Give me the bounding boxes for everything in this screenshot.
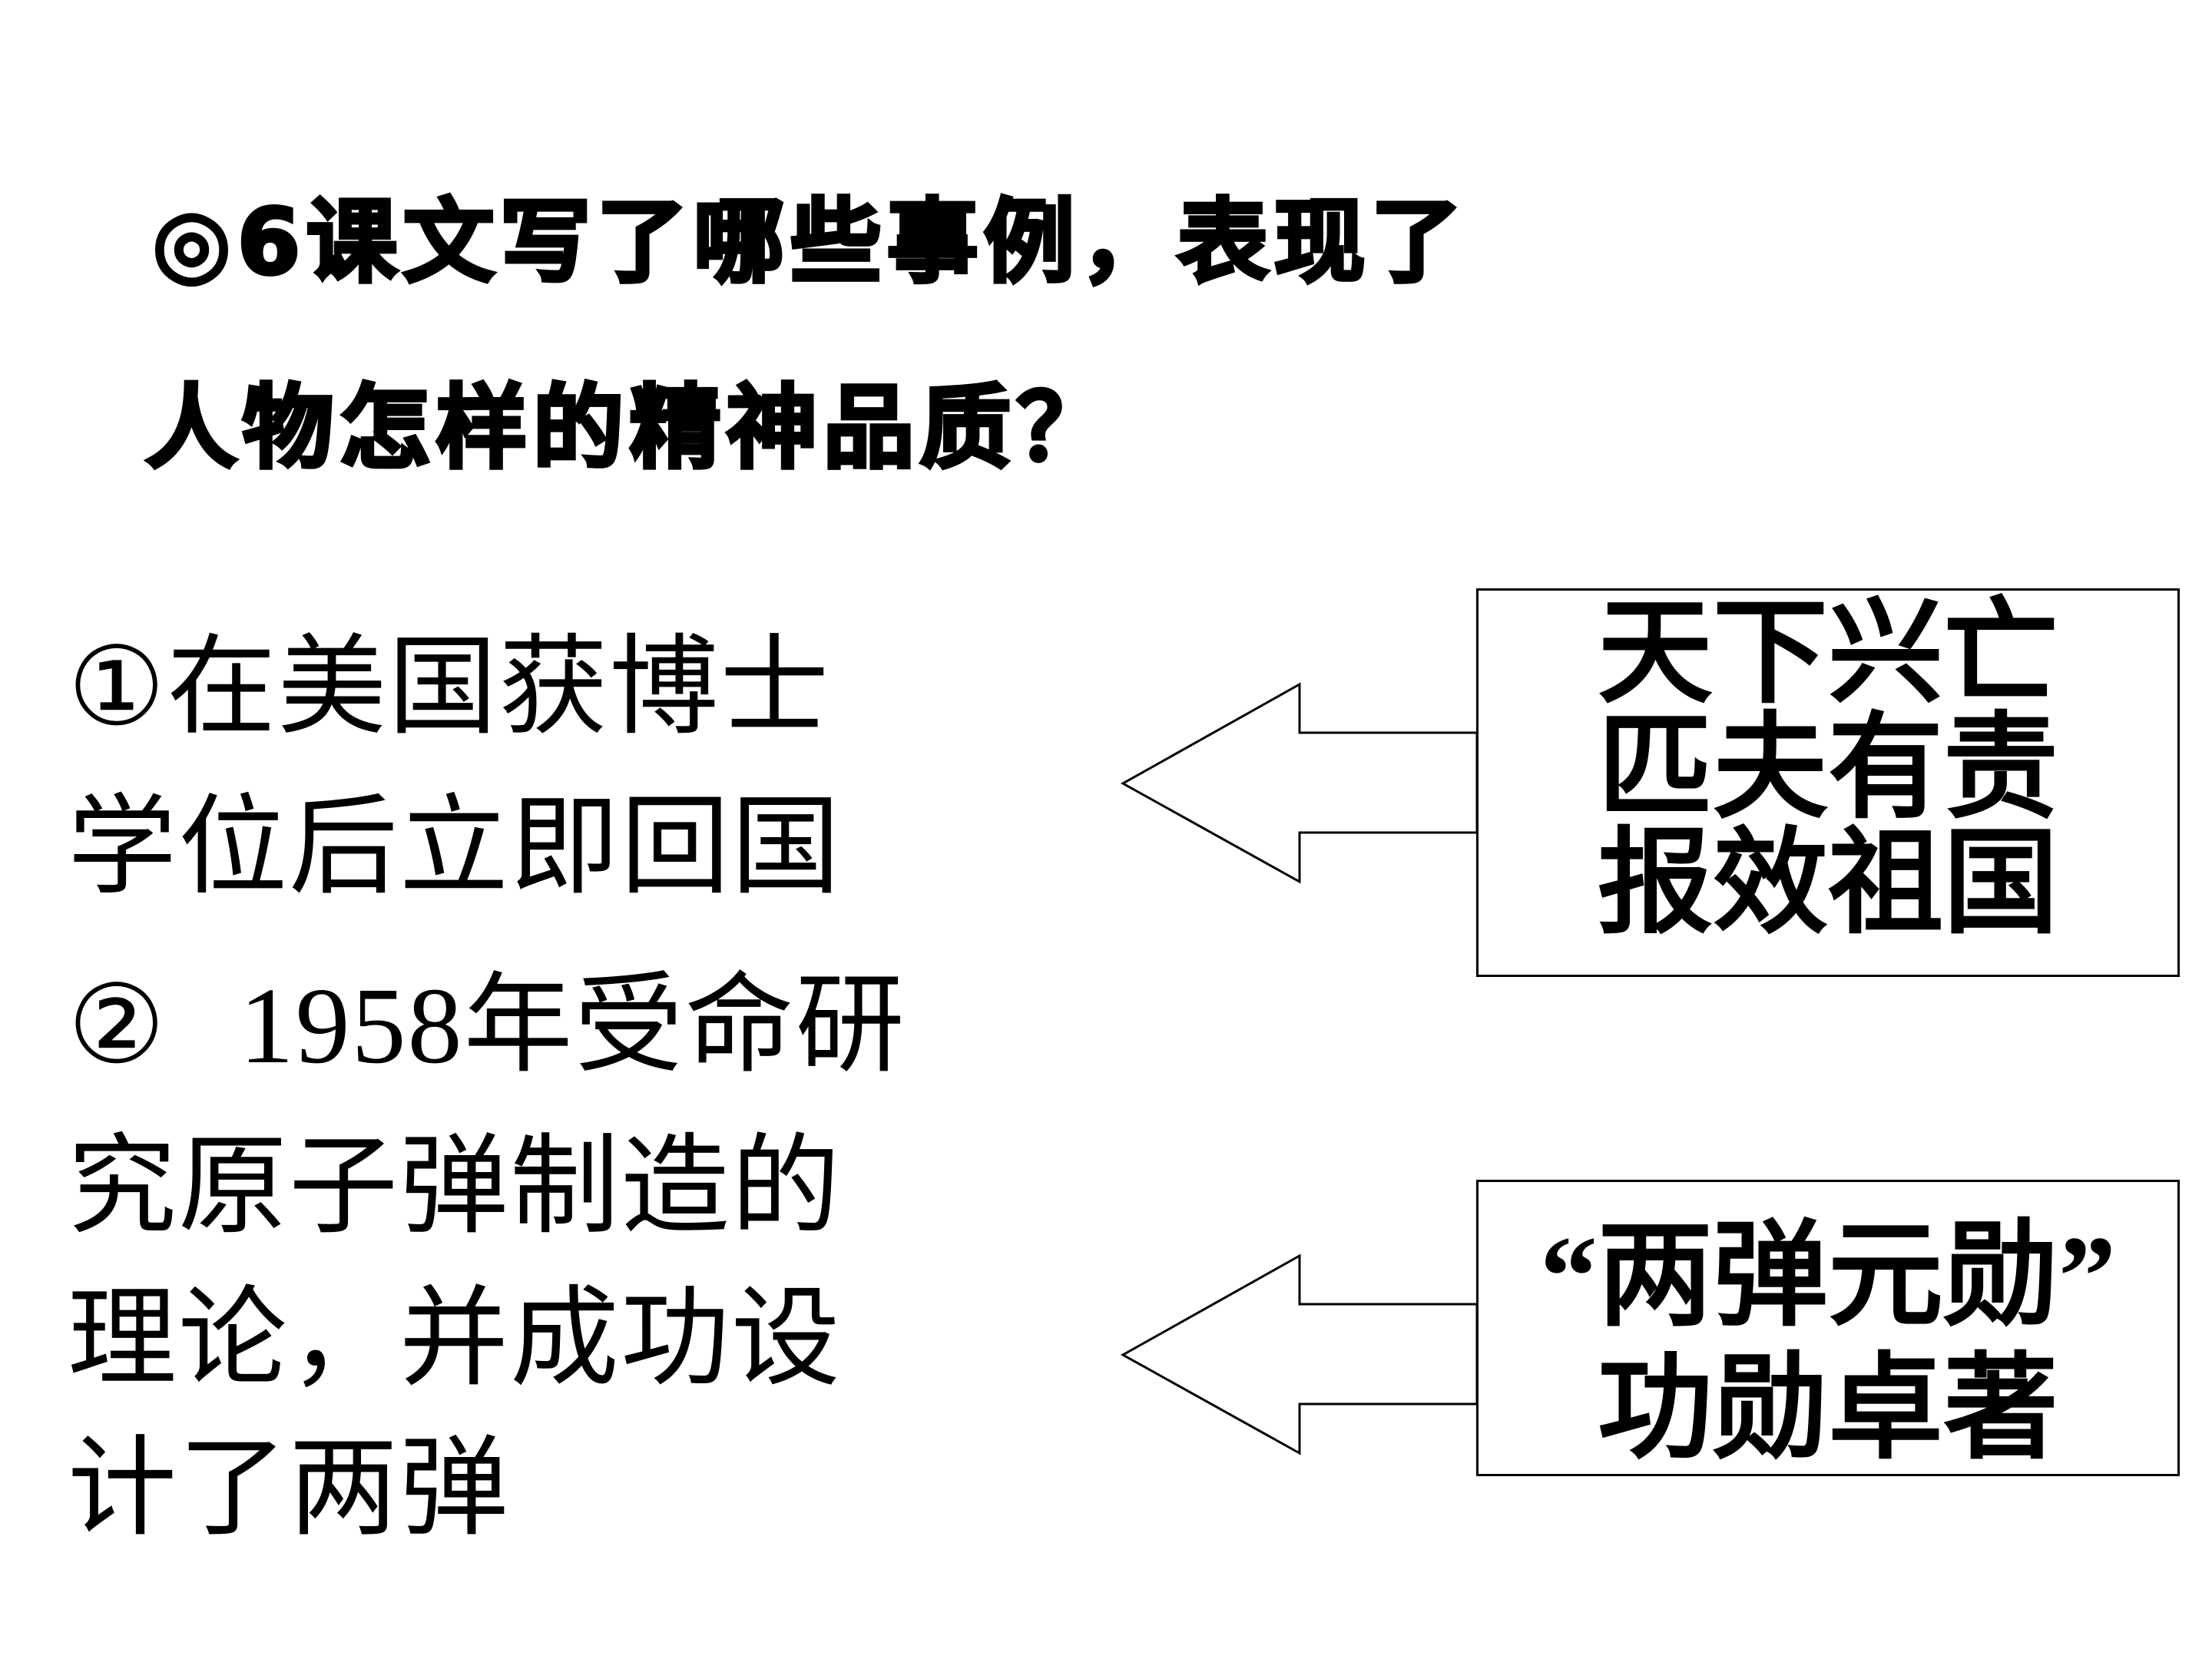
event-1-line-1: ①在美国获博士 <box>68 624 831 750</box>
event-2-line-1: ② 1958年受命研 <box>68 946 906 1104</box>
quality-box-patriotism: 天下兴亡 匹夫有责 报效祖国 <box>1476 588 2180 977</box>
question-line-2: 人物怎样的精神品质？ <box>144 373 1114 483</box>
event-2-line-4: 计了两弹 <box>68 1425 510 1551</box>
quality-2-line-1: “两弹元勋” <box>1479 1210 2177 1343</box>
quality-2-title: 两弹元勋 <box>1597 1209 2058 1343</box>
quality-1-line-1: 天下兴亡 <box>1597 586 2058 720</box>
open-quote: “ <box>1539 1213 1598 1340</box>
left-arrow-icon <box>1120 682 1479 884</box>
event-2-marker: ② <box>68 962 167 1088</box>
quality-1-line-2: 匹夫有责 <box>1597 701 2058 835</box>
quality-1-line-3: 报效祖国 <box>1597 816 2058 950</box>
quality-box-achievement: “两弹元勋” 功勋卓著 <box>1476 1180 2180 1476</box>
left-arrow-icon <box>1120 1253 1479 1455</box>
quality-2-line-2: 功勋卓著 <box>1597 1342 2058 1475</box>
event-2-year: 1958 <box>239 965 464 1086</box>
event-1-line-2: 学位后立即回国 <box>68 783 842 910</box>
event-2-line-1-rest: 年受命研 <box>463 962 906 1088</box>
close-quote: ” <box>2058 1213 2116 1340</box>
question-line-1: ◎6课文写了哪些事例，表现了 <box>150 187 1469 297</box>
event-2-line-2: 究原子弹制造的 <box>68 1123 842 1250</box>
event-2-line-3: 理论，并成功设 <box>68 1275 842 1402</box>
